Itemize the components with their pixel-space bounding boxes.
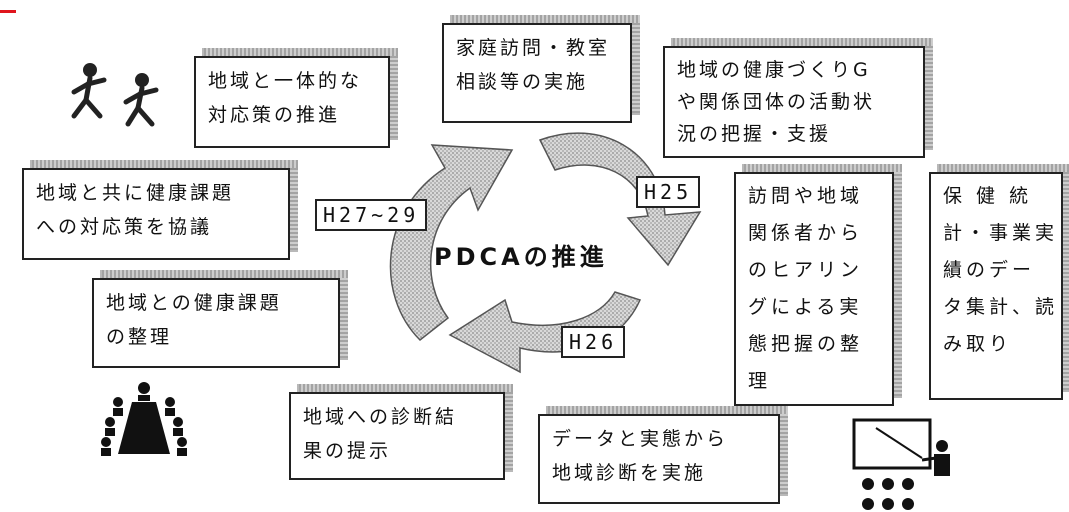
- box-line: 保 健 統: [943, 185, 1033, 207]
- box-line: 地域診断を実施: [552, 462, 707, 484]
- box-line: や関係団体の活動状: [677, 91, 876, 113]
- center-label: PDCAの推進: [434, 243, 608, 271]
- box-present: 地域への診断結 果の提示: [289, 384, 513, 480]
- lecture-audience-icon: [852, 418, 950, 510]
- box-line: 地域との健康課題: [106, 292, 282, 314]
- box-community-groups: 地域の健康づくりG や関係団体の活動状 況の把握・支援: [663, 38, 933, 158]
- box-line: 地域と共に健康課題: [36, 182, 235, 204]
- box-community-measures: 地域と一体的な 対応策の推進: [194, 48, 398, 148]
- stage-tag-h25: H25: [636, 176, 701, 208]
- box-home-visits: 家庭訪問・教室 相談等の実施: [442, 15, 640, 123]
- box-line: の整理: [106, 326, 173, 348]
- box-line: 果の提示: [303, 440, 392, 462]
- box-line: への対応策を協議: [36, 216, 213, 238]
- box-diagnosis: データと実態から 地域診断を実施: [538, 406, 788, 504]
- box-line: 地域と一体的な: [208, 70, 363, 92]
- box-hearing: 訪問や地域 関係者から のヒアリン グによる実 態把握の整 理: [734, 164, 902, 406]
- box-discuss: 地域と共に健康課題 への対応策を協議: [22, 160, 298, 260]
- box-line: み取り: [943, 333, 1013, 355]
- stage-tag-h27-29: H27~29: [315, 199, 428, 231]
- box-line: 地域の健康づくりG: [677, 59, 871, 81]
- box-line: 計・事業実: [943, 222, 1059, 244]
- cycle-arrow-top: [538, 132, 702, 267]
- box-line: 相談等の実施: [456, 71, 589, 93]
- box-statistics: 保 健 統 計・事業実 績のデー タ集計、読 み取り: [929, 164, 1069, 400]
- cycle-arrow-left: [389, 144, 514, 342]
- box-line: グによる実: [748, 296, 863, 318]
- meeting-table-icon: [101, 382, 187, 456]
- box-organize: 地域との健康課題 の整理: [92, 270, 348, 368]
- stage-tag-h26: H26: [561, 326, 626, 358]
- box-line: 理: [748, 370, 772, 392]
- red-marker: [0, 10, 16, 13]
- walking-people-icon: [71, 63, 159, 127]
- box-line: 態把握の整: [748, 333, 864, 355]
- box-line: 対応策の推進: [208, 104, 341, 126]
- box-line: タ集計、読: [943, 296, 1059, 318]
- box-line: 地域への診断結: [303, 406, 458, 428]
- box-line: のヒアリン: [748, 259, 864, 281]
- box-line: データと実態から: [552, 428, 729, 450]
- box-line: 績のデー: [943, 259, 1036, 281]
- box-line: 訪問や地域: [748, 185, 864, 207]
- box-line: 況の把握・支援: [677, 123, 832, 145]
- box-line: 関係者から: [748, 222, 864, 244]
- box-line: 家庭訪問・教室: [456, 37, 611, 59]
